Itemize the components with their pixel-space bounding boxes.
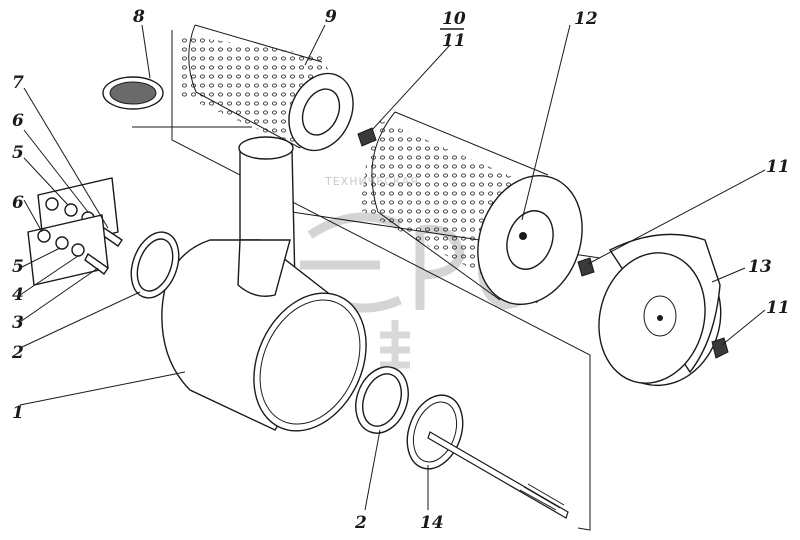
washer-5-top xyxy=(64,203,78,217)
leader-6-top xyxy=(23,129,89,213)
watermark-logo xyxy=(380,320,410,380)
callout-8: 8 xyxy=(132,7,145,27)
filter-element-part-12 xyxy=(360,111,583,306)
leader-11-a xyxy=(587,169,766,265)
cover-part-13 xyxy=(598,233,722,387)
wing-nut-11a-body xyxy=(577,257,595,277)
stud-3 xyxy=(84,252,109,275)
housing-rim xyxy=(259,299,361,425)
flange-rod-part-14 xyxy=(406,394,569,519)
leader-5-top xyxy=(23,157,69,206)
wing-nut-11b-body xyxy=(711,337,729,359)
callout-11-a: 11 xyxy=(766,157,790,177)
gasket-part-2-right xyxy=(355,366,409,434)
callout-2-left: 2 xyxy=(11,343,24,363)
filter-12-center xyxy=(519,232,527,240)
housing-part-1 xyxy=(161,136,367,432)
leader-5-bottom xyxy=(19,247,61,269)
housing-pipe-base xyxy=(237,239,291,297)
housing-open-end xyxy=(253,292,367,432)
leader-10 xyxy=(371,44,451,131)
callout-5-top: 5 xyxy=(12,143,24,163)
callout-3: 3 xyxy=(12,313,24,333)
callout-7: 7 xyxy=(12,73,24,93)
cap-part-8 xyxy=(102,76,164,110)
washer-4 xyxy=(71,243,85,257)
leader-12 xyxy=(521,24,571,221)
leader-7 xyxy=(23,87,109,229)
cover-face xyxy=(598,252,706,384)
hardware-bottom-row xyxy=(27,214,109,286)
hardware-bottom-tray xyxy=(27,214,109,286)
gasket-left-inner xyxy=(136,238,174,292)
leader-3 xyxy=(19,267,99,323)
cap-inner xyxy=(109,81,157,105)
cover-boss xyxy=(643,295,677,337)
callout-5-bottom: 5 xyxy=(12,257,24,277)
leader-1 xyxy=(19,371,186,406)
gasket-right-inner xyxy=(362,373,402,427)
leader-9 xyxy=(304,24,326,66)
leader-8 xyxy=(141,24,151,79)
callout-6-top: 6 xyxy=(12,111,24,131)
callout-10-sub: 11 xyxy=(442,31,466,51)
housing-inlet-mouth xyxy=(238,136,294,160)
callout-10: 10 xyxy=(442,9,466,29)
callouts: 8 9 10 11 12 11 13 11 7 6 5 6 5 4 3 2 1 … xyxy=(11,7,790,533)
wing-nut-part-11-b xyxy=(711,337,729,359)
cover-center xyxy=(657,315,663,321)
callout-11-b: 11 xyxy=(766,298,790,318)
filter-9-bore xyxy=(301,88,341,136)
nut-6-bottom xyxy=(37,229,51,243)
leader-2-left xyxy=(19,291,141,349)
leader-11-b xyxy=(721,309,766,346)
filter-12-outline xyxy=(371,111,549,301)
callout-1: 1 xyxy=(12,403,24,423)
wing-nut-part-10 xyxy=(357,127,377,147)
callout-12: 12 xyxy=(574,9,598,29)
callout-9: 9 xyxy=(325,7,337,27)
leader-6-bottom xyxy=(23,199,43,233)
rod-thread xyxy=(519,483,565,511)
callout-6-bottom: 6 xyxy=(12,193,24,213)
filter-9-outline xyxy=(188,24,323,149)
callout-14: 14 xyxy=(420,513,444,533)
filter-element-part-9 xyxy=(180,24,354,152)
axis-line-main xyxy=(171,30,591,531)
callout-4: 4 xyxy=(12,285,24,305)
callout-13: 13 xyxy=(748,257,772,277)
wing-nut-10-body xyxy=(357,127,377,147)
filter-12-bore xyxy=(506,210,554,270)
callout-2-right: 2 xyxy=(354,513,367,533)
rod xyxy=(427,431,569,519)
leader-2-right xyxy=(364,429,381,511)
leader-4 xyxy=(19,255,79,296)
gasket-part-2-left xyxy=(130,231,180,299)
wing-nut-part-11-a xyxy=(577,257,595,277)
washer-5-bottom xyxy=(55,236,69,250)
nut-6-top xyxy=(45,197,59,211)
leader-13 xyxy=(711,267,746,283)
leader-lines xyxy=(19,24,766,511)
